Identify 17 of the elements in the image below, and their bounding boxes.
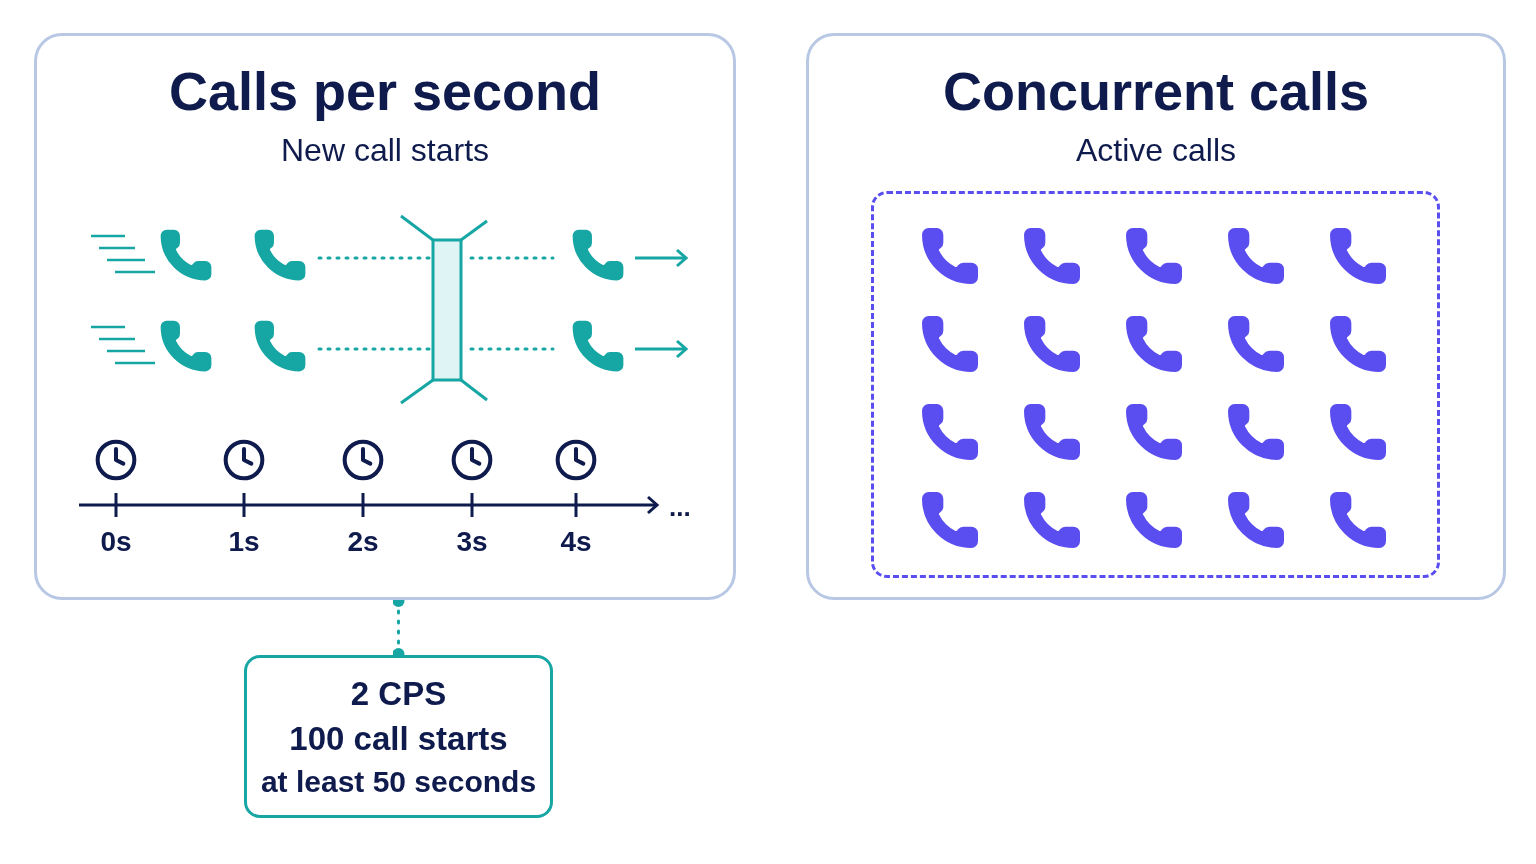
panel-subtitle: Active calls bbox=[1075, 130, 1236, 170]
callout-text: at least 50 seconds bbox=[260, 764, 537, 800]
callout-text: 100 call starts bbox=[289, 718, 508, 759]
dashed-group-box bbox=[871, 191, 1440, 578]
callout-box bbox=[244, 655, 553, 818]
ellipsis-label: ... bbox=[669, 491, 691, 524]
panel-subtitle: New call starts bbox=[280, 130, 489, 170]
time-label: 3s bbox=[455, 525, 489, 559]
rate-value: 2 CPS bbox=[350, 673, 447, 714]
time-label: 1s bbox=[227, 525, 261, 559]
time-label: 4s bbox=[559, 525, 593, 559]
panel-title: Concurrent calls bbox=[942, 60, 1370, 123]
panel bbox=[806, 33, 1506, 600]
time-label: 0s bbox=[99, 525, 133, 559]
panel-title: Calls per second bbox=[168, 60, 602, 123]
time-label: 2s bbox=[346, 525, 380, 559]
panel bbox=[34, 33, 736, 600]
